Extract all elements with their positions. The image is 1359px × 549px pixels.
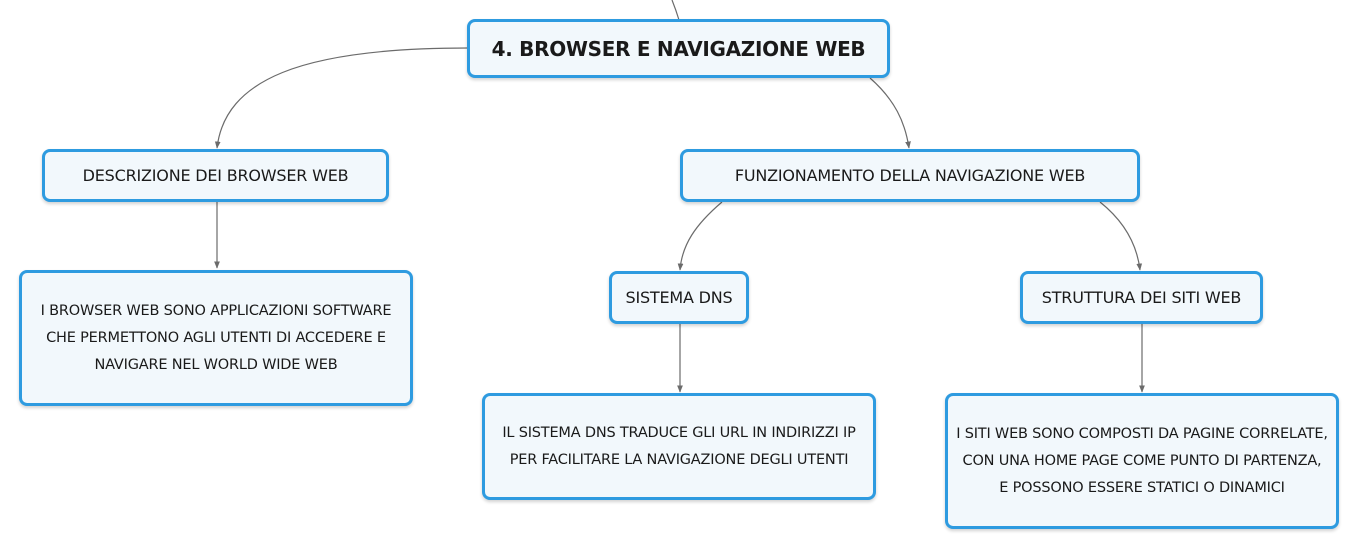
topic-node-dns-system[interactable]: SISTEMA DNS bbox=[609, 271, 749, 324]
leaf-node-site-structure[interactable]: I SITI WEB SONO COMPOSTI DA PAGINE CORRE… bbox=[945, 393, 1339, 529]
leaf-node-text: IL SISTEMA DNS TRADUCE GLI URL IN INDIRI… bbox=[502, 424, 856, 468]
leaf-node-browser-description[interactable]: I BROWSER WEB SONO APPLICAZIONI SOFTWARE… bbox=[19, 270, 413, 406]
connector-func-dns bbox=[677, 201, 723, 271]
root-node-label: 4. BROWSER E NAVIGAZIONE WEB bbox=[491, 36, 866, 61]
topic-node-label: FUNZIONAMENTO DELLA NAVIGAZIONE WEB bbox=[734, 166, 1086, 185]
topic-node-label: SISTEMA DNS bbox=[625, 288, 733, 307]
leaf-node-text: I SITI WEB SONO COMPOSTI DA PAGINE CORRE… bbox=[956, 425, 1328, 496]
topic-node-label: DESCRIZIONE DEI BROWSER WEB bbox=[82, 166, 349, 185]
topic-node-browser-description[interactable]: DESCRIZIONE DEI BROWSER WEB bbox=[42, 149, 389, 202]
root-node[interactable]: 4. BROWSER E NAVIGAZIONE WEB bbox=[467, 19, 890, 78]
connector-func-struct bbox=[1099, 201, 1143, 271]
topic-node-label: STRUTTURA DEI SITI WEB bbox=[1041, 288, 1242, 307]
connector-root-func bbox=[869, 77, 911, 149]
connector-parent-root bbox=[671, 0, 680, 21]
topic-node-site-structure[interactable]: STRUTTURA DEI SITI WEB bbox=[1020, 271, 1263, 324]
leaf-node-text: I BROWSER WEB SONO APPLICAZIONI SOFTWARE… bbox=[40, 302, 392, 373]
connector-root-desc bbox=[214, 47, 469, 149]
leaf-node-dns-system[interactable]: IL SISTEMA DNS TRADUCE GLI URL IN INDIRI… bbox=[482, 393, 876, 500]
topic-node-web-navigation[interactable]: FUNZIONAMENTO DELLA NAVIGAZIONE WEB bbox=[680, 149, 1140, 202]
